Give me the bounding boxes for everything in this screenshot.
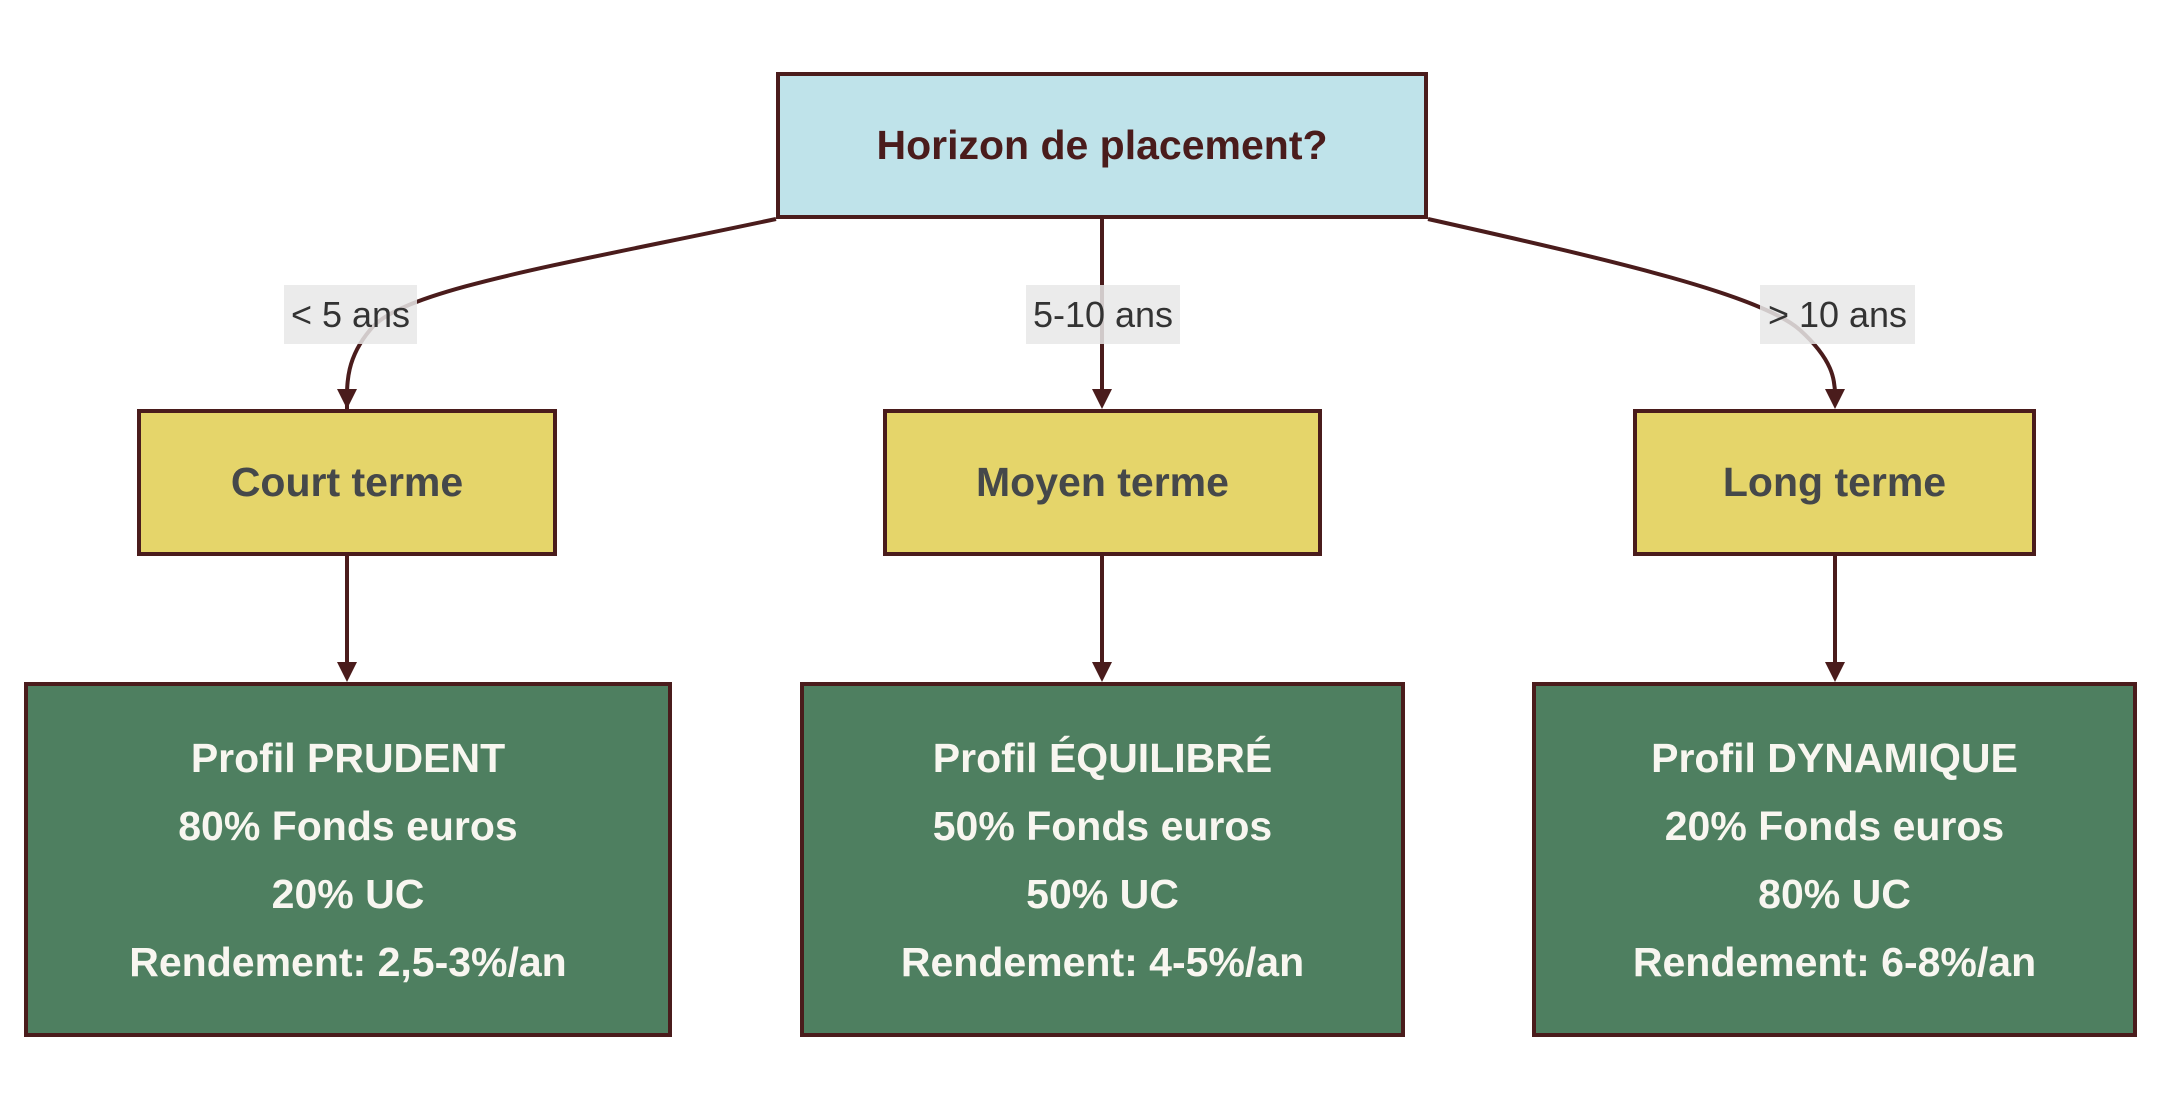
node-label: Moyen terme bbox=[976, 459, 1229, 505]
profile-title: Profil ÉQUILIBRÉ bbox=[932, 734, 1273, 781]
node-label: Court terme bbox=[230, 459, 464, 505]
arrowhead-icon bbox=[1825, 662, 1845, 682]
edge-label-short: < 5 ans bbox=[284, 285, 417, 344]
arrowhead-icon bbox=[337, 389, 357, 409]
profile-rendement: Rendement: 4-5%/an bbox=[900, 938, 1305, 985]
arrowhead-icon bbox=[1825, 389, 1845, 409]
profile-uc: 80% UC bbox=[1758, 870, 1911, 917]
edge-root-long bbox=[1427, 217, 1837, 396]
arrowhead-icon bbox=[1092, 389, 1112, 409]
node-long-terme: Long terme bbox=[1633, 409, 2036, 556]
node-profil-prudent: Profil PRUDENT 80% Fonds euros 20% UC Re… bbox=[24, 682, 672, 1037]
edge-label-text: < 5 ans bbox=[290, 293, 411, 335]
root-node-horizon: Horizon de placement? bbox=[776, 72, 1428, 219]
arrowhead-icon bbox=[1092, 662, 1112, 682]
node-label: Long terme bbox=[1722, 459, 1947, 505]
node-profil-equilibre: Profil ÉQUILIBRÉ 50% Fonds euros 50% UC … bbox=[800, 682, 1405, 1037]
profile-rendement: Rendement: 2,5-3%/an bbox=[129, 938, 567, 985]
edge-label-long: > 10 ans bbox=[1760, 285, 1915, 344]
profile-title: Profil PRUDENT bbox=[190, 734, 506, 781]
edge-label-text: > 10 ans bbox=[1767, 293, 1908, 335]
node-court-terme: Court terme bbox=[137, 409, 557, 556]
profile-fonds-euros: 20% Fonds euros bbox=[1664, 802, 2005, 849]
arrowhead-icon bbox=[337, 662, 357, 682]
profile-title: Profil DYNAMIQUE bbox=[1651, 734, 2018, 781]
profile-uc: 20% UC bbox=[271, 870, 425, 917]
edge-label-medium: 5-10 ans bbox=[1026, 285, 1180, 344]
profile-uc: 50% UC bbox=[1026, 870, 1179, 917]
edge-label-text: 5-10 ans bbox=[1032, 293, 1174, 335]
profile-rendement: Rendement: 6-8%/an bbox=[1632, 938, 2037, 985]
node-profil-dynamique: Profil DYNAMIQUE 20% Fonds euros 80% UC … bbox=[1532, 682, 2137, 1037]
profile-fonds-euros: 80% Fonds euros bbox=[178, 802, 518, 849]
profile-fonds-euros: 50% Fonds euros bbox=[932, 802, 1273, 849]
node-moyen-terme: Moyen terme bbox=[883, 409, 1322, 556]
root-node-label: Horizon de placement? bbox=[876, 122, 1328, 168]
